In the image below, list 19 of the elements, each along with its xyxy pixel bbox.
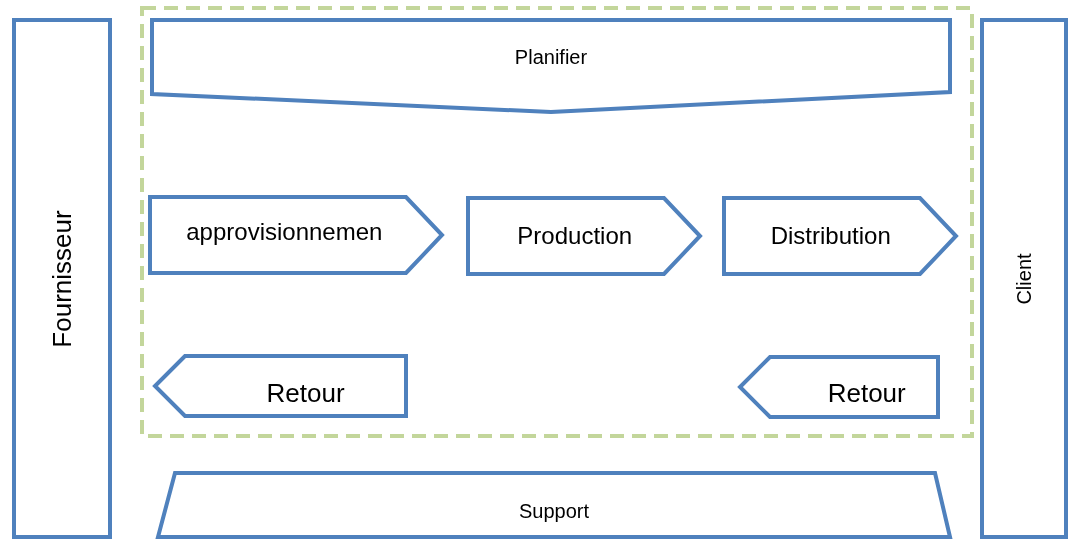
support-band xyxy=(158,473,950,537)
return-arrow-box xyxy=(740,357,938,417)
node-label: Planifier xyxy=(514,45,588,69)
node-label: approvisionnemen xyxy=(186,217,383,246)
node-label: Support xyxy=(518,499,590,523)
vertical-label: Fournisseur xyxy=(46,209,78,348)
vertical-label: Client xyxy=(1012,252,1036,305)
process-step-box xyxy=(150,197,442,273)
process-step-box xyxy=(724,198,956,274)
node-label: Distribution xyxy=(770,222,891,250)
node-label: Retour xyxy=(827,377,906,409)
supplier-panel xyxy=(14,20,110,537)
client-panel xyxy=(982,20,1066,537)
plan-banner xyxy=(152,20,950,112)
process-step-box xyxy=(468,198,700,274)
process-group-frame xyxy=(142,8,972,436)
return-arrow-box xyxy=(155,356,406,416)
node-label: Retour xyxy=(266,377,345,409)
node-label: Production xyxy=(517,222,633,250)
